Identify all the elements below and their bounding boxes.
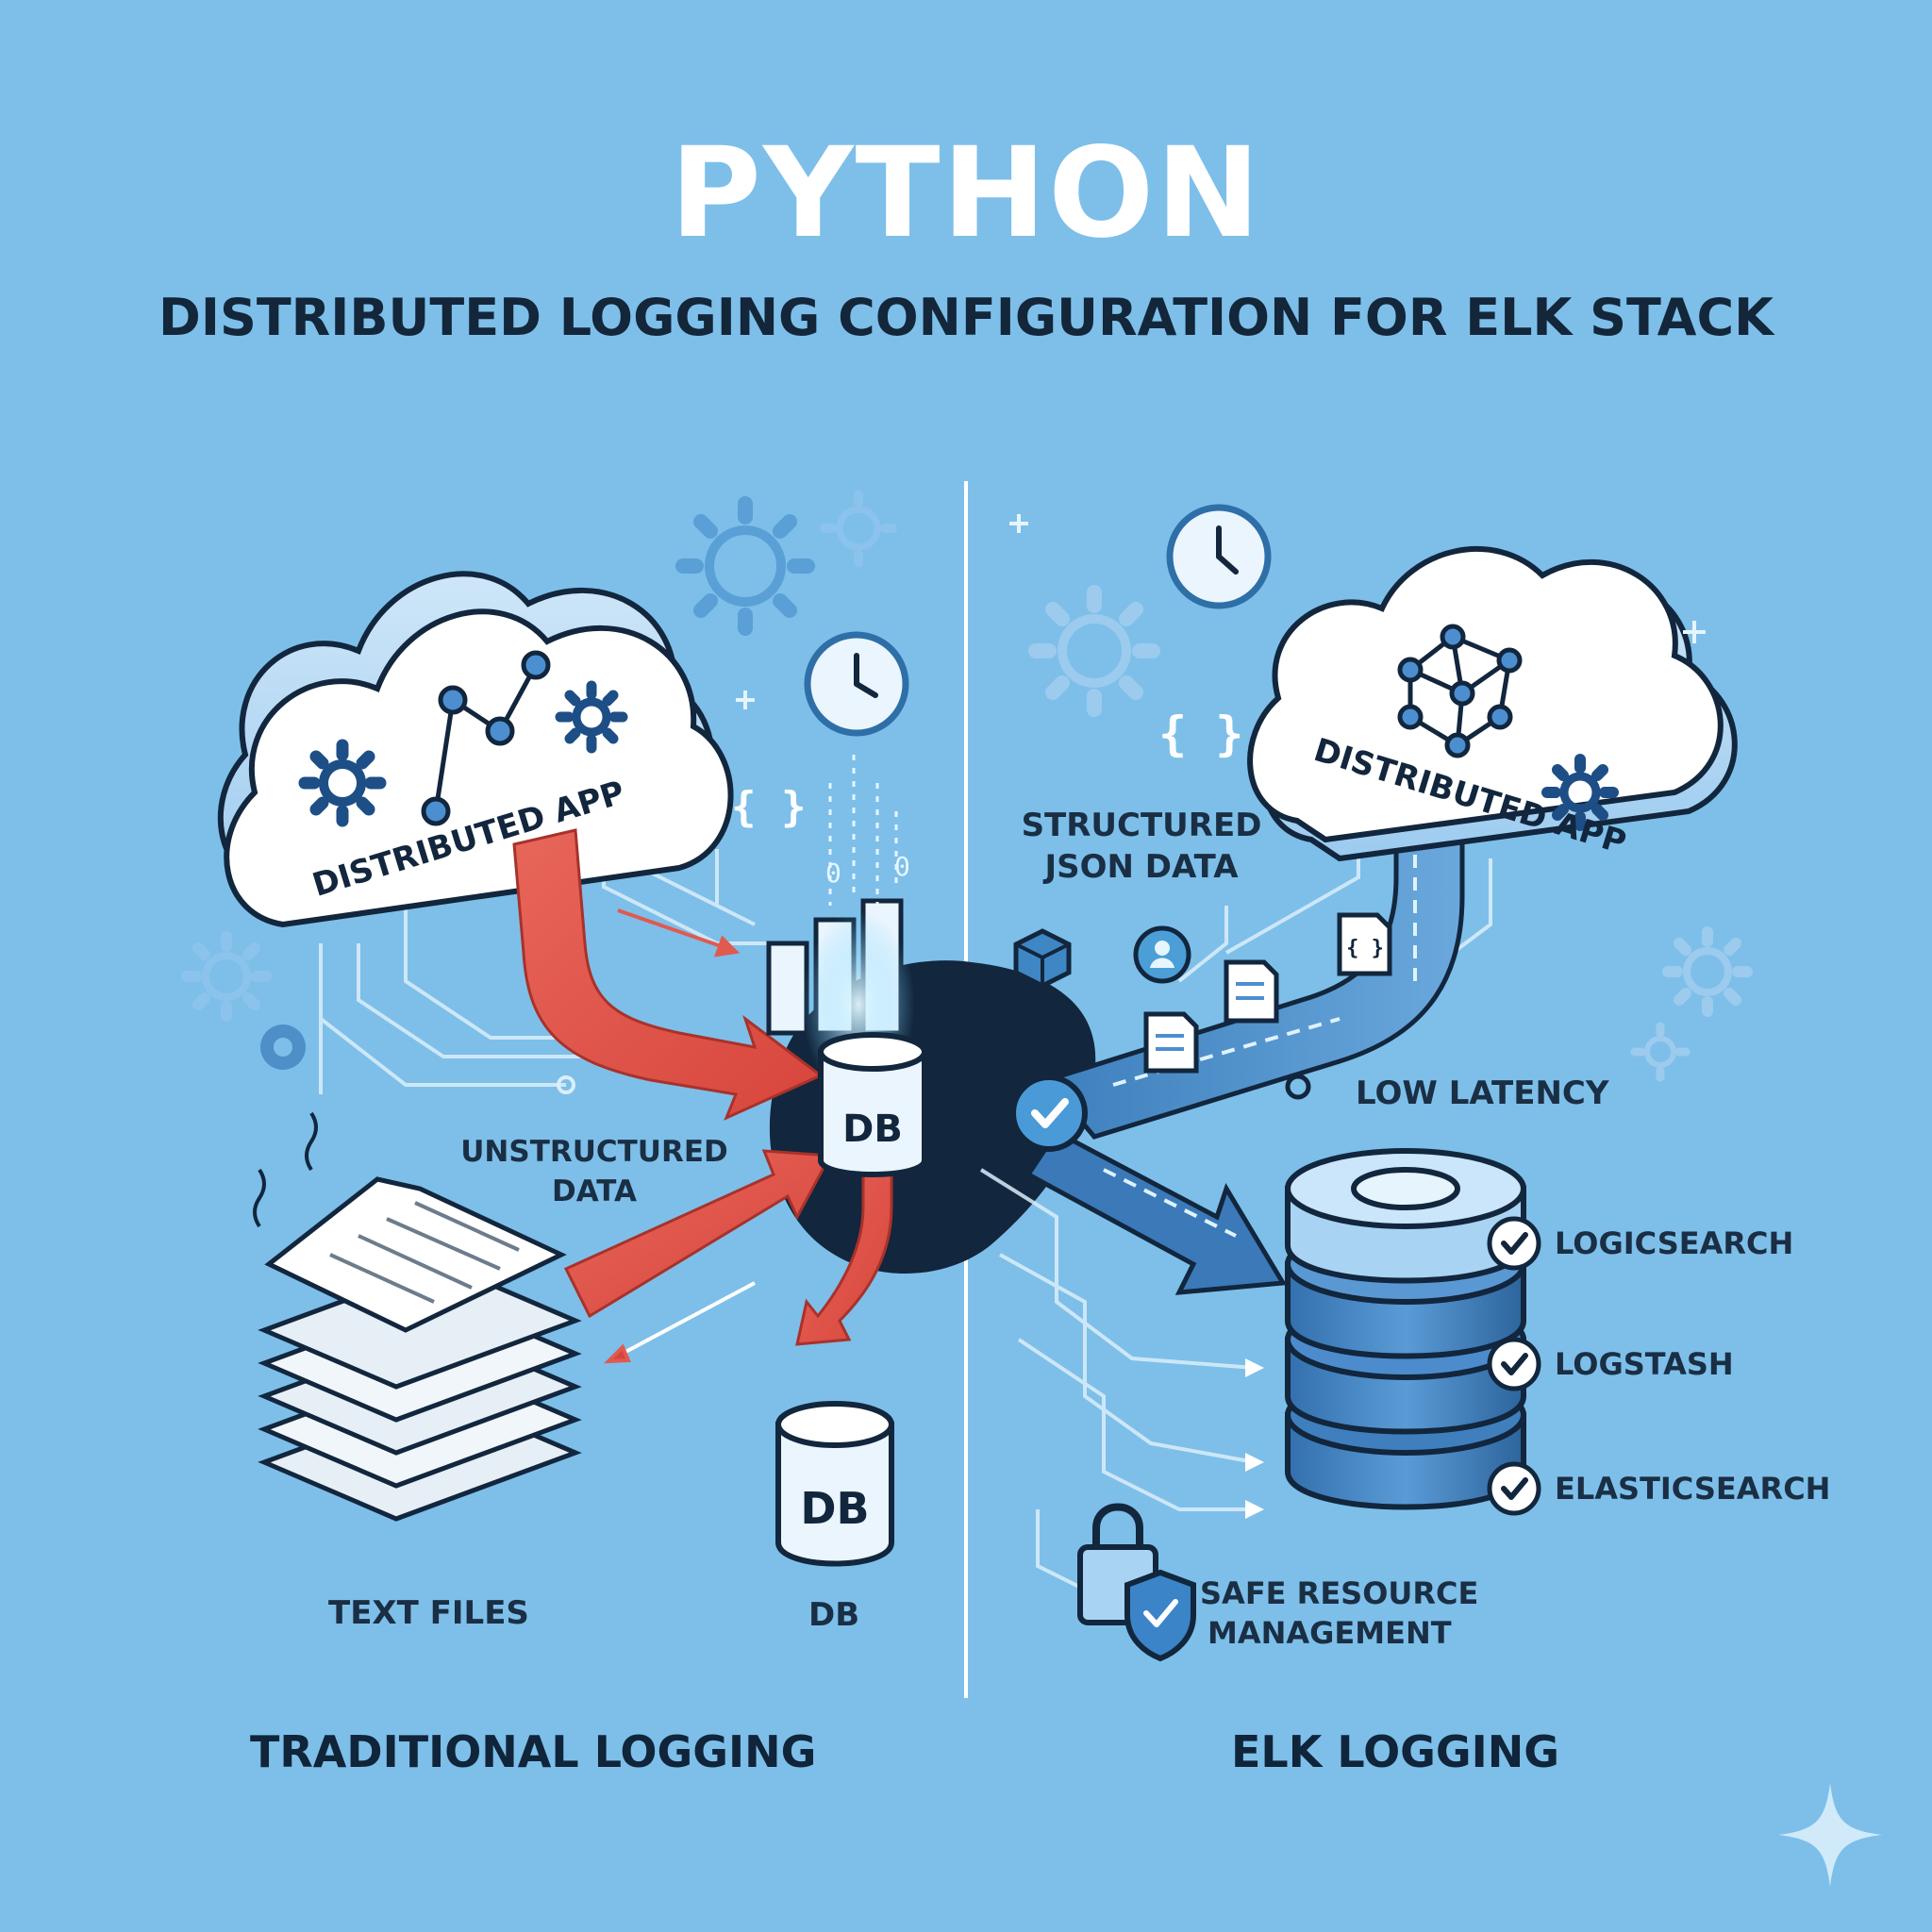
thin-red-arrows [603,908,756,1364]
gear-icon [1541,754,1619,831]
red-arrow-db-down [795,1149,893,1346]
gear-icon [1662,926,1753,1017]
red-arrow-db-to-files [563,1149,833,1319]
json-document-icon [1337,912,1392,976]
right-circuit-lines [979,821,1492,1606]
clock-icon [1166,504,1272,609]
text-files-stack [258,1176,582,1522]
gear-icon [298,739,387,827]
red-arrow-cloud-to-db [512,828,824,1121]
check-icon [1487,1337,1541,1391]
unstructured-label-line2: DATA [551,1174,638,1208]
doc-braces: { } [1346,937,1384,960]
traditional-logging-label: TRADITIONAL LOGGING [250,1726,817,1777]
check-icon [1487,1461,1541,1516]
blue-arrow-to-stack [1024,1128,1288,1295]
structured-label-line2: JSON DATA [1044,848,1239,886]
check-icon [1487,1216,1541,1271]
wavy-lines [253,1111,318,1228]
low-latency-label: LOW LATENCY [1356,1074,1609,1112]
gear-icon [1630,1022,1690,1082]
database-icon-center [818,1032,927,1177]
plus-decoration [736,514,1706,709]
gear-icon [675,496,815,636]
page-title: PYTHON [670,121,1262,266]
gear-icon [555,680,628,754]
text-files-label: TEXT FILES [328,1594,529,1632]
gear-icon [260,1024,306,1070]
network-graph-icon [421,650,551,826]
network-graph-icon [1397,624,1523,758]
document-icon [1143,1011,1199,1074]
db-bottom-label: DB [800,1483,869,1534]
right-arrows [1245,1358,1264,1519]
binary-stream [828,755,898,906]
cube-icon [1013,928,1072,989]
sparkle-icon [1778,1783,1882,1887]
pipe-arrows [1103,849,1417,1238]
page-subtitle: DISTRIBUTED LOGGING CONFIGURATION FOR EL… [158,288,1774,347]
db-caption: DB [808,1596,860,1634]
stack-item-logstash: LOGSTASH [1555,1346,1734,1382]
structured-label-line1: STRUCTURED [1021,807,1262,844]
database-icon-bottom [775,1401,894,1567]
stack-item-elasticsearch: ELASTICSEARCH [1555,1471,1831,1507]
shield-icon [1124,1569,1196,1662]
braces-left: { } [731,783,806,831]
safe-resource-label-line1: SAFE RESOURCE [1200,1575,1479,1611]
document-icon [1224,959,1279,1024]
binary-digit: 0 [825,858,841,889]
elk-stack-database [1285,1148,1526,1510]
braces-right: { } [1158,707,1243,761]
user-icon [1133,925,1191,984]
node-dot [1285,1074,1311,1100]
unstructured-label-line1: UNSTRUCTURED [460,1135,728,1169]
gear-icon [1028,585,1160,717]
cloud-icon [217,571,734,928]
elk-logging-label: ELK LOGGING [1231,1726,1560,1777]
check-icon [1010,1074,1088,1152]
db-center-label: DB [842,1108,903,1151]
binary-digit: 0 [894,851,910,882]
clock-icon [804,631,909,737]
stack-item-logicsearch: LOGICSEARCH [1555,1225,1794,1261]
gear-icon [820,490,897,567]
safe-resource-label-line2: MANAGEMENT [1208,1615,1452,1651]
gear-icon [181,931,272,1022]
